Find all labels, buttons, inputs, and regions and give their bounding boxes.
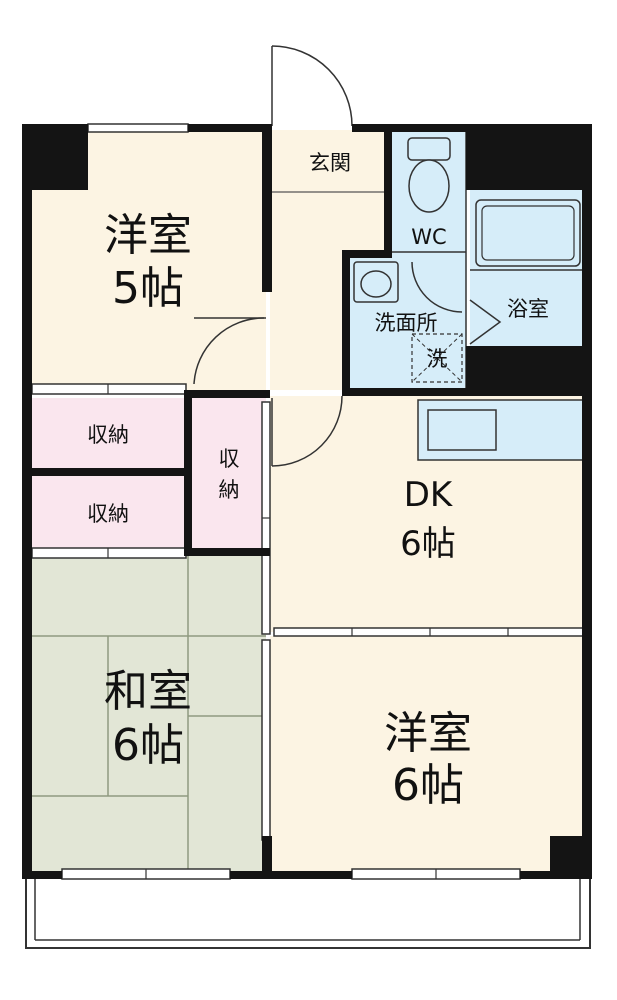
- washer-label: 洗: [427, 347, 448, 371]
- door-swings: [193, 45, 463, 467]
- washbasin-icon: [353, 261, 399, 303]
- storage-2-floor: [30, 476, 186, 548]
- storage-1-floor: [30, 398, 186, 468]
- western-room-south-name: 洋室: [384, 708, 472, 759]
- western-room-south-size: 6帖: [392, 760, 464, 811]
- balcony: [25, 875, 591, 949]
- washroom-label: 洗面所: [375, 311, 438, 335]
- washer-pan: [411, 333, 463, 383]
- japanese-room-name: 和室: [104, 666, 192, 717]
- storage-1-label: 収納: [87, 423, 129, 447]
- storage-3-label-line2: 納: [219, 478, 240, 502]
- western-room-north-name: 洋室: [104, 210, 192, 261]
- tatami-lines: [30, 556, 266, 872]
- japanese-room-size: 6帖: [112, 720, 184, 771]
- wc-label: WC: [411, 225, 446, 249]
- storage-3-floor: [192, 398, 266, 548]
- dk-name: DK: [404, 475, 454, 515]
- walls: [22, 124, 592, 879]
- japanese-room-floor: [30, 556, 266, 872]
- toilet-icon: [407, 137, 451, 213]
- bath-door-triangle: [469, 299, 502, 345]
- bath-label: 浴室: [507, 297, 549, 321]
- storage-3-label-line1: 収: [219, 447, 240, 471]
- dk-size: 6帖: [400, 524, 456, 564]
- storage-2-label: 収納: [87, 502, 129, 526]
- kitchen-sink: [427, 409, 497, 451]
- western-room-south-floor: [270, 636, 584, 872]
- western-room-north-size: 5帖: [112, 263, 184, 314]
- bathtub: [475, 199, 581, 267]
- entrance-label: 玄関: [309, 151, 351, 175]
